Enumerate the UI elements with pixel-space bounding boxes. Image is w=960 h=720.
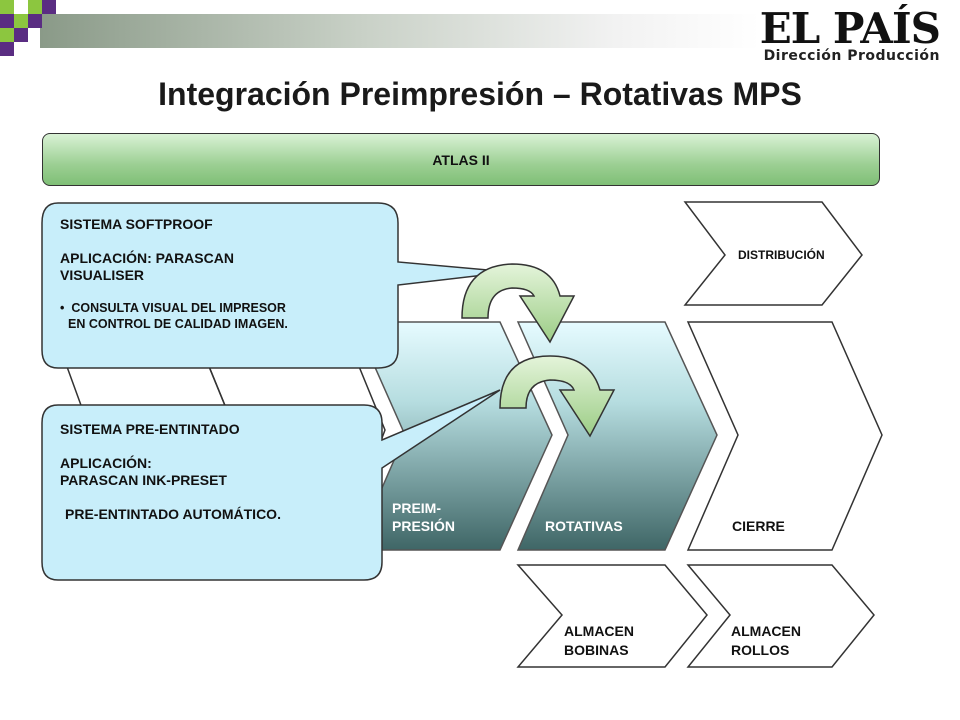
- stage-cierre: [686, 321, 883, 551]
- brand: EL PAÍS Dirección Producción: [759, 4, 941, 65]
- callout-preentintado-shape: [41, 389, 501, 581]
- atlas-label: ATLAS II: [432, 151, 490, 168]
- callout-softproof-bullet-line2: EN CONTROL DE CALIDAD IMAGEN.: [68, 317, 288, 331]
- callout-softproof-app-line1: APLICACIÓN: PARASCAN: [60, 250, 234, 266]
- bullet-icon: •: [60, 301, 72, 315]
- checker-logo-icon: [0, 0, 56, 56]
- callout-softproof: SISTEMA SOFTPROOF APLICACIÓN: PARASCAN V…: [60, 216, 390, 332]
- label-almacen-bobinas-line1: ALMACEN: [564, 623, 634, 639]
- curved-arrow-icon: [461, 263, 576, 344]
- label-preimpresion-line1: PREIM-: [392, 500, 441, 516]
- curved-arrow-icon: [499, 355, 616, 438]
- page-title: Integración Preimpresión – Rotativas MPS: [158, 76, 802, 112]
- atlas-band: ATLAS II: [42, 133, 880, 186]
- callout-softproof-app-line2: VISUALISER: [60, 267, 145, 283]
- callout-preentintado-app-line1: APLICACIÓN:: [60, 455, 152, 471]
- callout-preentintado-app-line2: PARASCAN INK-PRESET: [60, 472, 227, 488]
- stage-distribucion: [683, 201, 863, 306]
- label-rotativas: ROTATIVAS: [545, 518, 623, 534]
- label-preimpresion-line2: PRESIÓN: [392, 518, 456, 534]
- label-distribucion: DISTRIBUCIÓN: [738, 248, 825, 262]
- header-decoration: [0, 0, 760, 56]
- callout-preentintado-desc: PRE-ENTINTADO AUTOMÁTICO.: [65, 506, 281, 522]
- callout-softproof-title: SISTEMA SOFTPROOF: [60, 216, 213, 232]
- callout-softproof-shape: [41, 202, 511, 369]
- brand-logo: EL PAÍS: [759, 4, 941, 53]
- stage-almacen-rollos: [686, 564, 875, 668]
- label-cierre: CIERRE: [732, 518, 785, 534]
- stage-almacen-bobinas: [516, 564, 708, 668]
- label-almacen-rollos-line1: ALMACEN: [731, 623, 801, 639]
- brand-subtitle: Dirección Producción: [763, 48, 940, 64]
- label-almacen-bobinas-line2: BOBINAS: [564, 642, 629, 658]
- callout-preentintado: SISTEMA PRE-ENTINTADO APLICACIÓN: PARASC…: [60, 421, 380, 523]
- callout-preentintado-title: SISTEMA PRE-ENTINTADO: [60, 421, 240, 437]
- callout-softproof-bullet-line1: CONSULTA VISUAL DEL IMPRESOR: [71, 301, 286, 315]
- label-almacen-rollos-line2: ROLLOS: [731, 642, 790, 658]
- callout-softproof-bullet: • CONSULTA VISUAL DEL IMPRESOR: [60, 300, 390, 316]
